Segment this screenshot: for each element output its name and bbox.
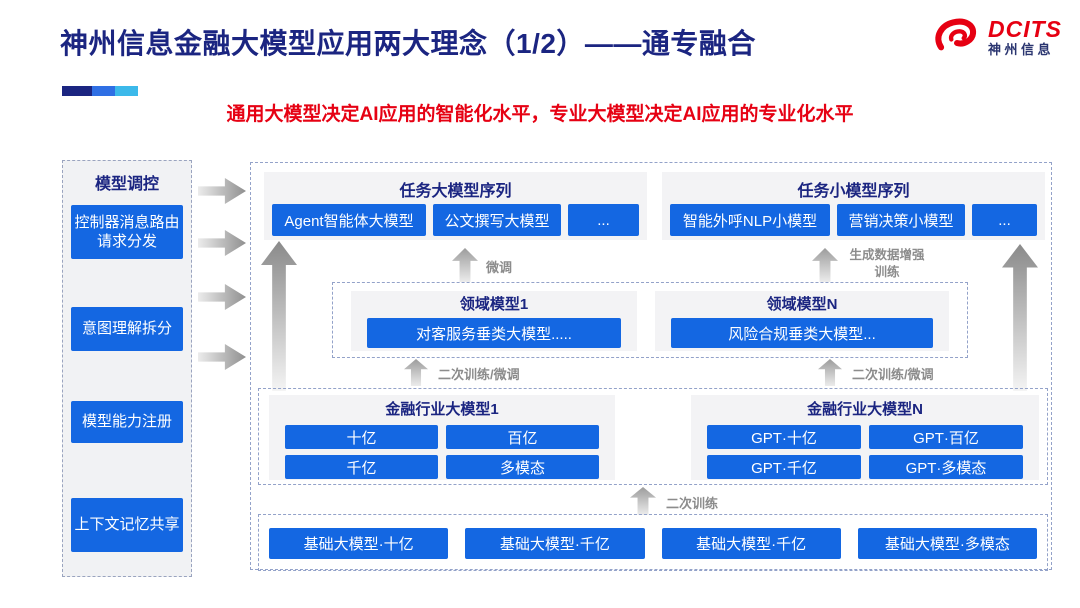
model-chip-outbound-nlp: 智能外呼NLP小模型	[670, 204, 830, 236]
model-chip-1b: 十亿	[285, 425, 438, 449]
model-chip-gpt-1b: GPT·十亿	[707, 425, 861, 449]
industry-model-1-grid: 十亿 百亿 千亿 多模态	[285, 425, 599, 479]
sidebar-item-capability-register: 模型能力注册	[71, 401, 183, 443]
foundation-model-container: 基础大模型·十亿 基础大模型·千亿 基础大模型·千亿 基础大模型·多模态	[258, 514, 1048, 571]
flow-right-arrow-icon	[198, 284, 246, 310]
model-chip-marketing-decision: 营销决策小模型	[837, 204, 965, 236]
accent-bar	[62, 86, 138, 96]
model-chip-foundation-multimodal: 基础大模型·多模态	[857, 528, 1037, 559]
domain-model-n-title: 领域模型N	[766, 296, 838, 313]
task-small-model-row: 智能外呼NLP小模型 营销决策小模型 ...	[670, 204, 1037, 236]
annotation-secondary-training: 二次训练	[666, 496, 719, 511]
model-control-title: 模型调控	[94, 176, 159, 193]
industry-model-n-title: 金融行业大模型N	[807, 401, 923, 418]
industry-model-n-grid: GPT·十亿 GPT·百亿 GPT·千亿 GPT·多模态	[707, 425, 1023, 479]
foundation-model-row: 基础大模型·十亿 基础大模型·千亿 基础大模型·千亿 基础大模型·多模态	[269, 528, 1037, 559]
task-large-model-panel: 任务大模型序列 Agent智能体大模型 公文撰写大模型 ...	[264, 172, 647, 240]
annotation-secondary-finetune-right: 二次训练/微调	[852, 367, 934, 382]
task-small-model-panel: 任务小模型序列 智能外呼NLP小模型 营销决策小模型 ...	[662, 172, 1045, 240]
annotation-gen-data-training: 生成数据增强训练	[849, 248, 925, 279]
flow-right-arrow-icon	[198, 344, 246, 370]
brand-name-cn: 神州信息	[988, 42, 1055, 58]
domain-model-n-panel: 领域模型N 风险合规垂类大模型...	[655, 291, 949, 351]
model-chip-agent: Agent智能体大模型	[272, 204, 426, 236]
domain-model-container: 领域模型1 对客服务垂类大模型..... 领域模型N 风险合规垂类大模型...	[332, 282, 968, 358]
brand-text: DCITS 神州信息	[988, 17, 1062, 57]
task-large-model-title: 任务大模型序列	[399, 183, 512, 200]
annotation-finetune: 微调	[486, 260, 513, 275]
domain-model-1-title: 领域模型1	[459, 296, 529, 313]
industry-model-container: 金融行业大模型1 十亿 百亿 千亿 多模态 金融行业大模型N GPT·十亿 GP…	[258, 388, 1048, 485]
model-chip-foundation-100b-2: 基础大模型·千亿	[661, 528, 841, 559]
sidebar-item-router-dispatch: 控制器消息路由请求分发	[71, 205, 183, 259]
model-chip-100b: 千亿	[285, 455, 438, 479]
accent-bar-segment-cyan	[115, 86, 138, 96]
flow-right-arrow-icon	[198, 230, 246, 256]
industry-model-1-title: 金融行业大模型1	[385, 401, 499, 418]
model-chip-ellipsis: ...	[568, 204, 639, 236]
accent-bar-segment-blue	[92, 86, 115, 96]
model-chip-foundation-100b: 基础大模型·千亿	[465, 528, 645, 559]
model-chip-risk-compliance: 风险合规垂类大模型...	[671, 318, 933, 348]
sidebar-item-context-memory: 上下文记忆共享	[71, 498, 183, 552]
domain-model-1-panel: 领域模型1 对客服务垂类大模型.....	[351, 291, 637, 351]
subtitle: 通用大模型决定AI应用的智能化水平，专业大模型决定AI应用的专业化水平	[226, 104, 854, 125]
brand-logo: DCITS 神州信息	[930, 16, 1062, 58]
model-chip-ellipsis: ...	[972, 204, 1037, 236]
model-chip-foundation-1b: 基础大模型·十亿	[269, 528, 449, 559]
model-chip-gpt-multimodal: GPT·多模态	[869, 455, 1023, 479]
model-chip-customer-service: 对客服务垂类大模型.....	[367, 318, 621, 348]
model-chip-document-writing: 公文撰写大模型	[433, 204, 561, 236]
accent-bar-segment-navy	[62, 86, 92, 96]
model-chip-multimodal: 多模态	[446, 455, 599, 479]
flow-right-arrow-icon	[198, 178, 246, 204]
brand-name: DCITS	[988, 16, 1062, 43]
model-architecture-container	[250, 162, 1052, 570]
model-chip-gpt-10b: GPT·百亿	[869, 425, 1023, 449]
task-small-model-title: 任务小模型序列	[797, 183, 910, 200]
sidebar-item-intent-split: 意图理解拆分	[71, 307, 183, 351]
model-chip-10b: 百亿	[446, 425, 599, 449]
page-title: 神州信息金融大模型应用两大理念（1/2）——通专融合	[60, 28, 756, 59]
dcits-swirl-icon	[930, 16, 982, 58]
model-control-panel: 模型调控 控制器消息路由请求分发 意图理解拆分 模型能力注册 上下文记忆共享	[62, 160, 192, 577]
task-large-model-row: Agent智能体大模型 公文撰写大模型 ...	[272, 204, 639, 236]
model-chip-gpt-100b: GPT·千亿	[707, 455, 861, 479]
industry-model-1-panel: 金融行业大模型1 十亿 百亿 千亿 多模态	[269, 395, 615, 480]
annotation-secondary-finetune-left: 二次训练/微调	[438, 367, 520, 382]
industry-model-n-panel: 金融行业大模型N GPT·十亿 GPT·百亿 GPT·千亿 GPT·多模态	[691, 395, 1039, 480]
